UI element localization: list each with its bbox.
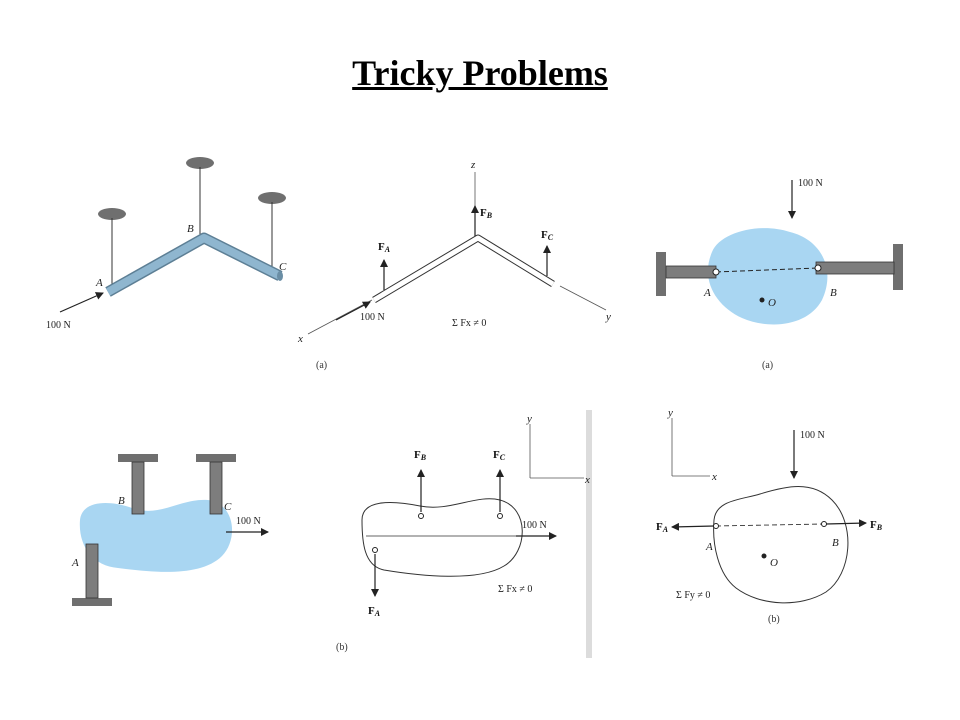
pipe-fbd-panel: z x y FA FB FC 100 N Σ Fx ≠ 0 (a) [297,159,611,371]
label-b-top: B [830,287,837,299]
label-o-right: O [770,557,778,569]
force-b-label-fbd: FB [414,449,427,462]
pin-b-fbd [418,513,424,519]
blob-links-bottom-panel: 100 N B C A [71,454,269,606]
pin-b-right [821,521,827,527]
force-b-label-right: FB [870,519,883,532]
load-label-right: 100 N [800,430,825,441]
caption-a-left: (a) [316,360,327,371]
label-a-right: A [705,541,713,553]
fbd-load-label: 100 N [360,312,385,323]
pipe-3d-panel: 100 N A B C [46,157,287,331]
ceiling-disc-c [258,192,286,204]
y-axis-label: y [605,311,611,323]
label-b-3d: B [187,223,194,235]
blob-fbd-right-panel: y x 100 N FA FB A B O Σ Fy ≠ 0 (b) [656,407,883,625]
label-c-3d: C [279,261,287,273]
load-label-3d: 100 N [46,320,71,331]
load-label-bl: 100 N [236,516,261,527]
force-a-label-right: FA [656,521,669,534]
force-b-arrow-right [825,519,867,528]
point-o-top [759,297,765,303]
link-right [815,261,895,275]
dashed-line-right [715,523,825,527]
label-b-bl: B [118,495,125,507]
axis-x-label-fbd: x [584,474,590,486]
link-line-dashed [715,267,819,273]
force-b-label: FB [480,207,493,220]
blob-fbd-outline [361,498,523,577]
force-a-arrow-right [671,522,715,531]
support-c [196,454,236,462]
caption-b-left: (b) [336,642,348,653]
caption-a-right: (a) [762,360,773,371]
page-title: Tricky Problems [352,53,608,93]
load-label-fbd: 100 N [522,520,547,531]
pin-a-right [713,523,719,529]
pin-a-fbd [372,547,378,553]
blob-links-top-panel: 100 N A B O (a) [656,178,903,371]
x-axis [307,299,373,335]
blob-bottom-left [79,499,233,572]
force-a-label-fbd: FA [368,605,381,618]
force-c-label: FC [541,229,554,242]
caption-b-right: (b) [768,614,780,625]
point-o-right [761,553,767,559]
blob-fbd-bottom-panel: y x FB FC FA 100 N Σ Fx ≠ 0 (b) [336,410,592,658]
y-axis [559,285,607,311]
pin-b-top [814,264,822,272]
x-axis-label: x [297,333,303,345]
label-a-bl: A [71,557,79,569]
link-c [209,461,223,515]
label-c-bl: C [224,501,232,513]
support-a [72,598,112,606]
ceiling-disc-a [98,208,126,220]
fbd-equation: Σ Fx ≠ 0 [452,318,486,329]
equation-right: Σ Fy ≠ 0 [676,590,710,601]
force-c-label-fbd: FC [493,449,506,462]
pipe-body [106,234,282,296]
force-a-label: FA [378,241,391,254]
support-b [118,454,158,462]
label-a-top: A [703,287,711,299]
load-arrow-3d [59,292,104,313]
wall-left [656,252,666,296]
fbd-pipe [372,235,555,303]
label-o-top: O [768,297,776,309]
z-axis-label: z [470,159,476,171]
link-a [85,543,99,599]
pipe-end-c [277,271,283,281]
label-a-3d: A [95,277,103,289]
pin-c-fbd [497,513,503,519]
blob-right-outline [713,486,849,604]
wall-right [893,244,903,290]
pin-a-top [712,268,720,276]
ceiling-disc-b [186,157,214,169]
axis-y-label-fbd: y [526,413,532,425]
page-edge-shadow [586,410,592,658]
blob-top [707,228,828,325]
label-b-right: B [832,537,839,549]
load-label-top: 100 N [798,178,823,189]
link-left [665,265,717,279]
axis-x-label-right: x [711,471,717,483]
fbd-load-arrow [335,301,371,321]
equation-fbd: Σ Fx ≠ 0 [498,584,532,595]
link-b [131,461,145,515]
axis-y-label-right: y [667,407,673,419]
